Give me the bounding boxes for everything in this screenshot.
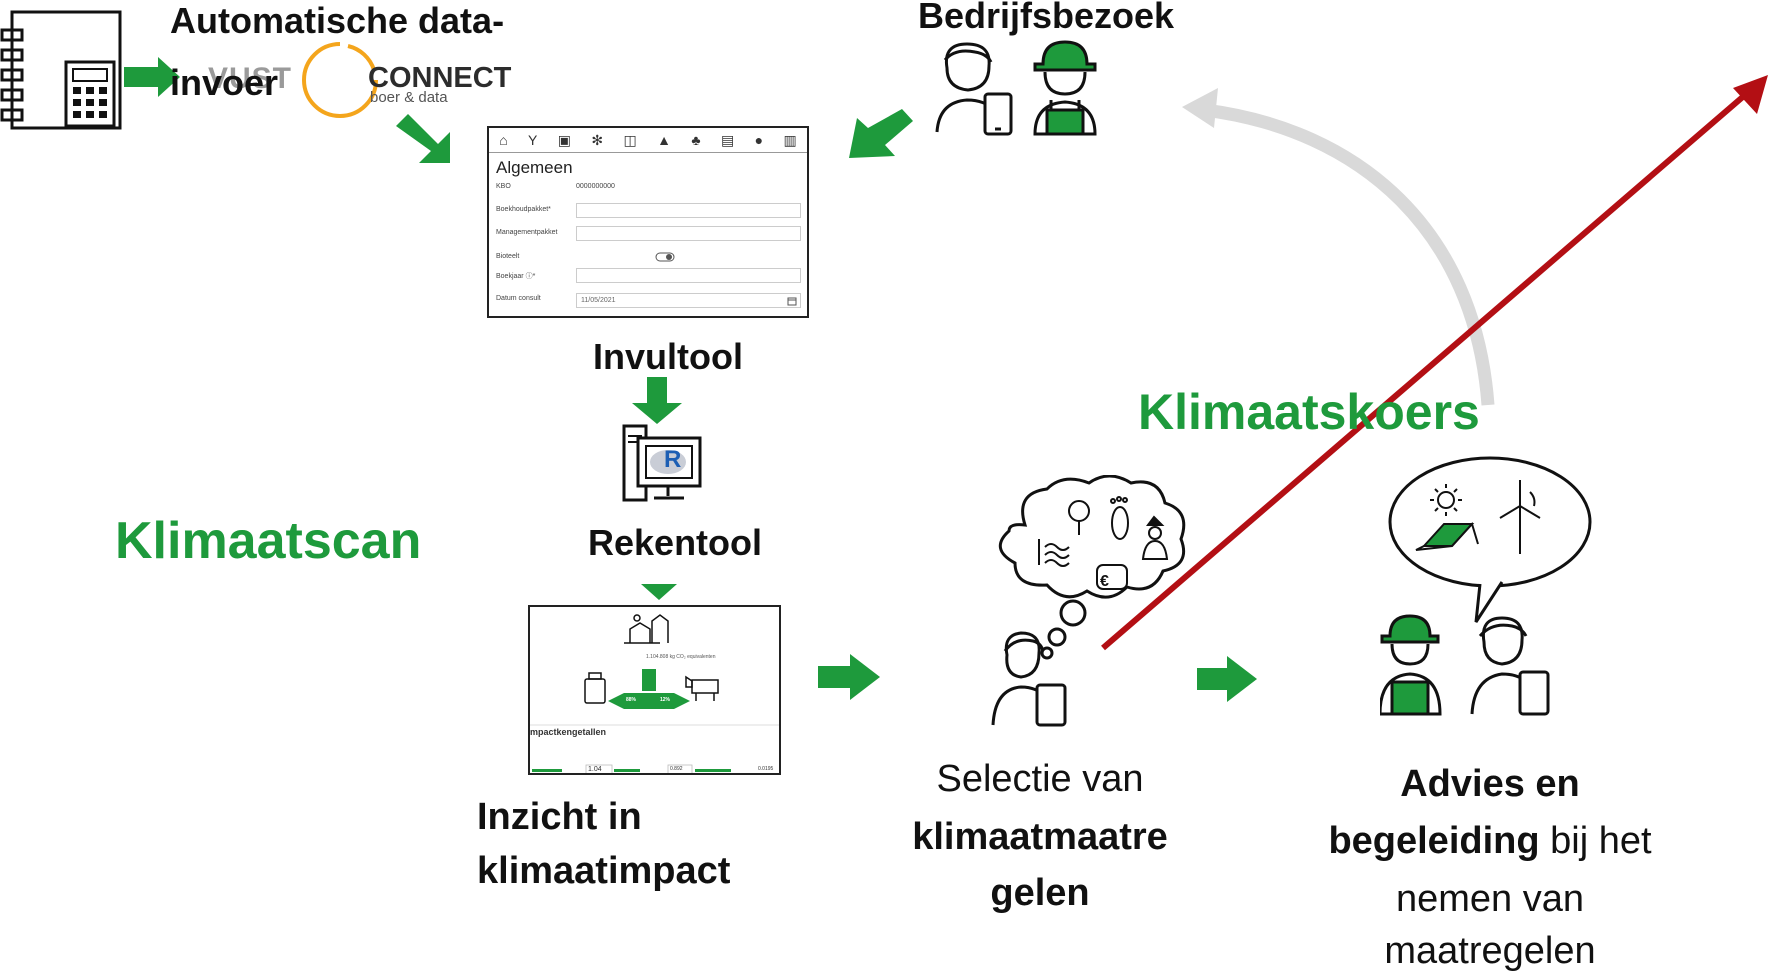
machine-icon: ♣ <box>691 132 701 148</box>
feedback-arrowhead <box>1182 88 1218 128</box>
calendar-icon[interactable] <box>787 296 797 306</box>
logo-ring-icon <box>302 42 378 118</box>
share-right: 12% <box>660 697 671 703</box>
visit-title: Bedrijfsbezoek <box>918 0 1175 36</box>
source-title-line2: invoer <box>170 62 279 103</box>
trough-icon: ◫ <box>623 131 637 148</box>
euro-symbol: € <box>1100 573 1109 590</box>
field-input-managementpakket[interactable] <box>576 226 801 241</box>
advice-label-line1: Advies en <box>1400 763 1580 805</box>
advice-label-line2-bold: begeleiding <box>1328 820 1540 862</box>
field-label-datum-consult: Datum consult <box>496 295 541 302</box>
share-left: 88% <box>626 697 637 703</box>
kpi-value-1: 1.04 <box>588 766 602 773</box>
fence-icon: ▥ <box>783 131 797 148</box>
computer-r-icon <box>622 424 702 502</box>
arrow-impact-to-selection <box>818 654 880 700</box>
bioteelt-toggle[interactable] <box>655 252 675 262</box>
klimaatskoers-label: Klimaatskoers <box>1138 384 1480 440</box>
advice-speech-icon <box>1380 456 1592 716</box>
pump-icon: ▤ <box>720 131 735 148</box>
invultool-form-screenshot: ⌂ Y ▣ ✻ ◫ ▲ ♣ ▤ ● ▥ Algemeen KBO 0000000… <box>487 126 809 318</box>
home-icon: ⌂ <box>499 132 508 148</box>
selection-label-line2: klimaatmaatre <box>912 816 1168 858</box>
kpi-value-2: 0.892 <box>670 766 683 772</box>
field-input-boekjaar[interactable] <box>576 268 801 283</box>
impact-label-line2: klimaatimpact <box>477 850 731 892</box>
field-label-boekhoudpakket: Boekhoudpakket* <box>496 206 551 213</box>
emissions-text: 1.104.808 kg CO₂ equivalenten <box>646 654 716 660</box>
field-label-boekjaar: Boekjaar ⓘ* <box>496 273 536 280</box>
advice-label-line4: maatregelen <box>1384 930 1596 972</box>
paw-icon: ✻ <box>591 131 604 148</box>
thinking-advisor-icon <box>991 475 1186 727</box>
arrow-rekentool-to-impact <box>641 584 677 600</box>
sprout-icon: Y <box>528 132 538 148</box>
form-heading: Algemeen <box>496 158 573 177</box>
arrow-source-to-logo <box>124 57 180 97</box>
selection-label-line3: gelen <box>990 872 1090 914</box>
field-label-kbo: KBO <box>496 183 511 190</box>
red-arrowhead <box>1733 75 1768 114</box>
field-label-managementpakket: Managementpakket <box>496 229 558 236</box>
r-badge: R <box>664 446 682 473</box>
tractor-icon: ▣ <box>557 131 572 148</box>
notebook-calculator-icon <box>0 10 122 130</box>
klimaatscan-label: Klimaatscan <box>115 512 422 570</box>
advice-label-line2-rest: bij het <box>1539 820 1652 862</box>
selection-label-line1: Selectie van <box>936 758 1144 800</box>
form-divider <box>489 152 807 153</box>
drop-icon: ● <box>754 132 764 148</box>
pile-icon: ▲ <box>657 132 672 148</box>
arrow-invultool-to-rekentool <box>632 377 682 424</box>
impact-label-line1: Inzicht in <box>477 796 642 838</box>
impact-section-title: mpactkengetallen <box>530 727 607 737</box>
advice-label-line3: nemen van <box>1395 878 1584 920</box>
arrow-selection-to-advice <box>1197 656 1257 702</box>
invultool-label: Invultool <box>593 336 743 377</box>
field-input-boekhoudpakket[interactable] <box>576 203 801 218</box>
form-toolbar: ⌂ Y ▣ ✻ ◫ ▲ ♣ ▤ ● ▥ <box>489 130 807 150</box>
rekentool-label: Rekentool <box>588 522 763 563</box>
arrow-logo-to-form <box>396 114 450 163</box>
logo-brand: CONNECT <box>368 62 512 94</box>
arrow-visit-to-form <box>849 109 913 158</box>
logo-left-text: VUST <box>208 62 293 95</box>
klimaatskoers-red-arrow <box>1101 92 1747 651</box>
field-value-kbo: 0000000000 <box>576 183 615 190</box>
advice-label-line2: begeleiding bij het <box>1300 814 1680 868</box>
kpi-value-3: 0.0195 <box>758 766 774 772</box>
field-label-bioteelt: Bioteelt <box>496 253 520 260</box>
impact-screenshot: 1.104.808 kg CO₂ equivalenten 88% 12% mp… <box>528 605 781 775</box>
logo-tagline: boer & data <box>370 89 448 106</box>
impact-graphic <box>530 614 779 773</box>
field-input-datum-consult[interactable]: 11/05/2021 <box>576 293 801 308</box>
source-title-line1: Automatische data- <box>170 0 505 41</box>
feedback-curve-arrow <box>1204 103 1495 406</box>
advisor-farmer-icon <box>935 40 1097 136</box>
